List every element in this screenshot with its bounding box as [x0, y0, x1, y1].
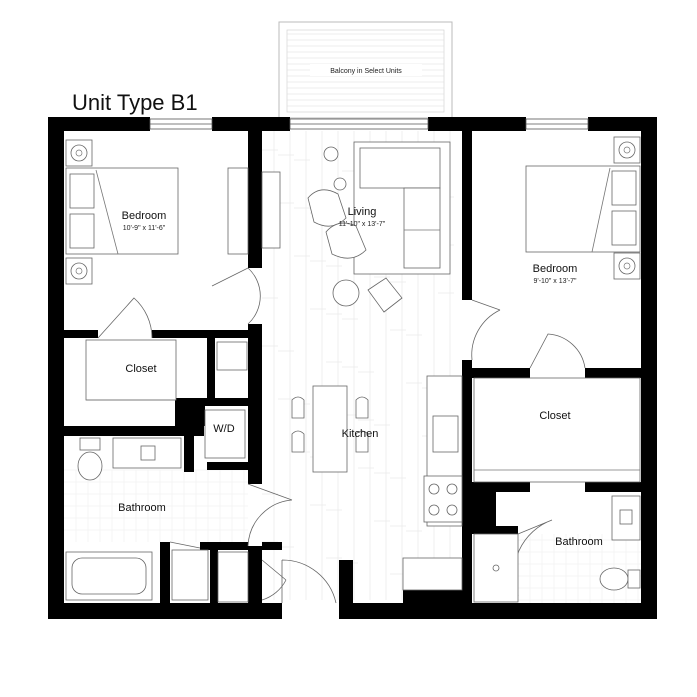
left-service-fixtures [65, 339, 249, 603]
bedroom-left-label: Bedroom [122, 210, 167, 222]
kitchen-fixtures [291, 375, 463, 591]
balcony-label: Balcony in Select Units [330, 68, 402, 75]
unit-title: Unit Type B1 [72, 90, 198, 115]
left-bedroom-furniture [65, 139, 249, 285]
right-bedroom-furniture [525, 136, 641, 280]
bathroom-left-label: Bathroom [118, 502, 166, 514]
bathroom-right-label: Bathroom [555, 536, 603, 548]
bathroom-right-tiles [518, 534, 641, 603]
windows [149, 118, 589, 130]
right-service-fixtures [473, 377, 641, 603]
kitchen-label: Kitchen [342, 428, 379, 440]
room-labels: Bedroom 10'-9" x 11'-6" Living 11'-10" x… [118, 206, 603, 548]
bedroom-left-dims: 10'-9" x 11'-6" [123, 225, 166, 232]
interior-walls [64, 131, 641, 603]
living-label: Living [348, 206, 377, 218]
bedroom-right-label: Bedroom [533, 263, 578, 275]
closet-right-label: Closet [539, 410, 570, 422]
closet-left-label: Closet [125, 363, 156, 375]
living-dims: 11'-10" x 13'-7" [339, 221, 386, 228]
exterior-walls [48, 117, 657, 619]
balcony: Balcony in Select Units [278, 21, 453, 119]
living-furniture [261, 141, 451, 313]
bedroom-right-dims: 9'-10" x 13'-7" [533, 278, 577, 285]
wd-label: W/D [213, 423, 234, 435]
